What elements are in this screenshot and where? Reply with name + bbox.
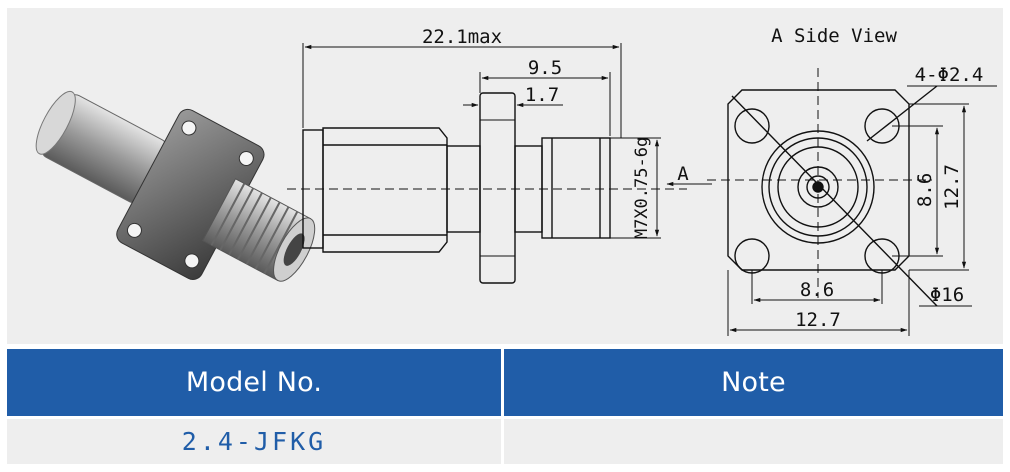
side-elevation-dimensions xyxy=(302,43,712,239)
header-note: Note xyxy=(504,349,1003,416)
mount-hole-bottom-left xyxy=(734,238,770,274)
table-cell-note xyxy=(504,419,1003,464)
drawing-panel: 22.1max 9.5 1.7 M7X0.75-6g A A Side View xyxy=(7,8,1003,344)
hole-spec-label: 4-Φ2.4 xyxy=(915,64,984,86)
side-view-dimensions xyxy=(727,85,997,336)
view-marker-label: A xyxy=(677,163,689,185)
table-cell-model: 2.4-JFKG xyxy=(7,419,501,464)
overall-length-label: 22.1max xyxy=(422,26,502,48)
connector-product-image xyxy=(35,90,316,282)
mount-hole-top-left xyxy=(734,108,770,144)
flange-thickness-label: 1.7 xyxy=(525,84,559,106)
header-model-no: Model No. xyxy=(7,349,501,416)
hole-spacing-vertical-label: 8.6 xyxy=(914,173,936,207)
technical-drawing: 22.1max 9.5 1.7 M7X0.75-6g A A Side View xyxy=(35,25,997,336)
hole-spacing-horizontal-label: 8.6 xyxy=(800,279,834,301)
rear-length-label: 9.5 xyxy=(528,57,562,79)
flange-width-horizontal-label: 12.7 xyxy=(795,309,841,331)
side-elevation-drawing xyxy=(287,92,687,284)
side-view-title: A Side View xyxy=(771,25,897,47)
thread-spec-label: M7X0.75-6g xyxy=(632,137,652,239)
flange-width-vertical-label: 12.7 xyxy=(941,164,963,210)
side-view-drawing xyxy=(707,68,938,307)
center-diameter-label: Φ16 xyxy=(930,284,964,306)
